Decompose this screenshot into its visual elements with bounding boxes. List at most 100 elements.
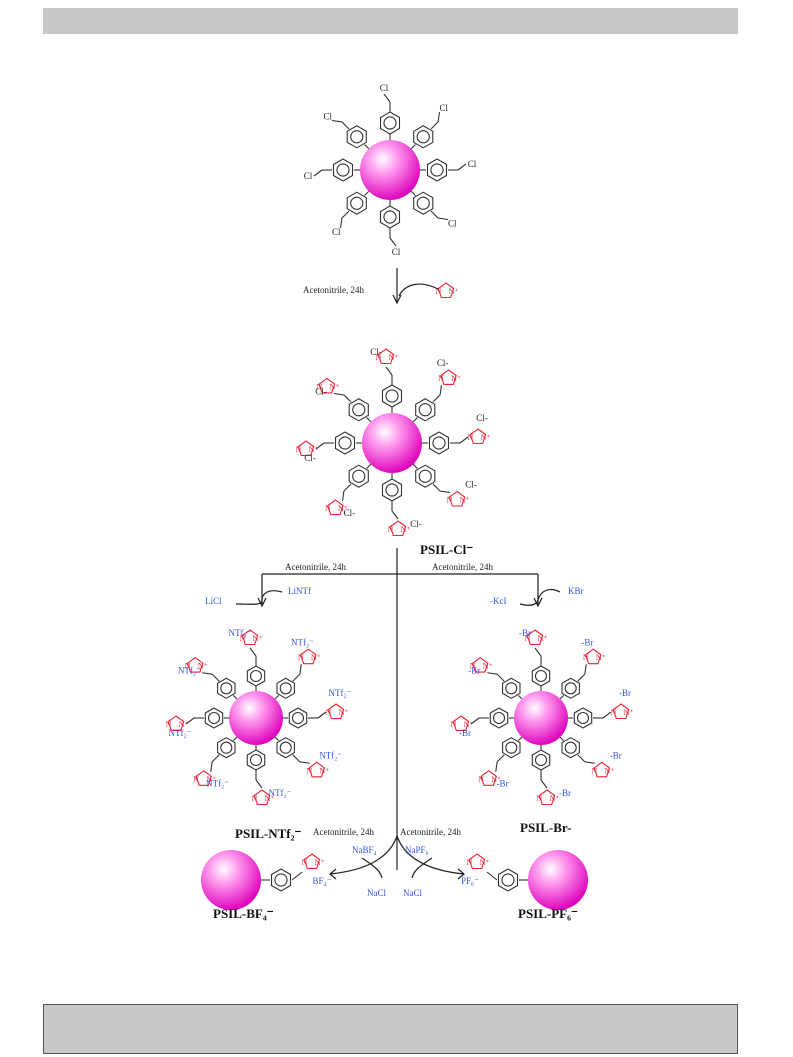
condition-bf4: Acetonitrile, 24h — [313, 827, 374, 837]
benzene-ring-inner — [383, 116, 397, 130]
counter-anion: NTf₂⁻ — [269, 788, 292, 798]
psil-ntf2-product-arms: N⁺NNTf₂⁻N⁺NNTf₂⁻N⁺NNTf₂⁻N⁺NNTf₂⁻N⁺NNTf₂⁻… — [166, 628, 352, 806]
imidazolium-n-plus: N⁺ — [198, 662, 208, 671]
arm-bond — [274, 694, 280, 700]
imidazolium-ring — [526, 629, 544, 646]
imidazolium-n-plus: N⁺ — [389, 353, 399, 362]
counter-anion: Cl- — [410, 519, 422, 529]
imidazolium-ring — [327, 703, 345, 720]
arm-bond — [410, 144, 416, 150]
ch2-bond — [584, 761, 595, 764]
psil-pf6-sphere — [528, 850, 588, 910]
imidazolium-n-plus: N⁺ — [206, 775, 216, 784]
ch2-bond — [389, 237, 397, 247]
counter-anion: -Br — [497, 779, 509, 789]
imidazolium-n: N — [611, 708, 617, 717]
chloride-atom: Cl — [380, 83, 389, 93]
counter-anion: NTf₂⁻ — [169, 728, 192, 738]
benzene-ring-inner — [350, 130, 364, 144]
imidazolium-n-plus: N⁺ — [401, 525, 411, 534]
imidazolium-ring — [471, 657, 489, 673]
imidazolium-n-plus: N⁺ — [491, 775, 501, 784]
counter-anion: Cl- — [476, 413, 488, 423]
flow-arrows — [235, 268, 561, 880]
imidazolium-ring — [440, 369, 457, 385]
condition-pf6: Acetonitrile, 24h — [400, 827, 461, 837]
imidazolium-n-plus: N⁺ — [480, 858, 490, 867]
ch2-bond — [470, 717, 480, 725]
arrow-step1-head — [392, 294, 402, 305]
imidazolium-n: N — [298, 653, 304, 662]
imidazolium-ring — [300, 648, 317, 665]
reagent-kbr: KBr — [568, 586, 584, 596]
benzene-ring-inner — [385, 483, 399, 497]
benzene-ring — [413, 191, 434, 215]
ch2-bond — [249, 647, 257, 657]
label-psil-br: PSIL-Br- — [520, 820, 572, 835]
benzene-ring-inner — [418, 403, 432, 417]
ch2-bond — [496, 754, 505, 763]
bf4-anion: BF₄⁻ — [313, 876, 332, 886]
ch2-bond — [487, 672, 498, 675]
imidazolium-ring — [253, 789, 271, 806]
imidazolium-n: N — [591, 766, 597, 775]
counter-anion: Cl- — [304, 453, 316, 463]
imidazolium-ring — [612, 703, 630, 720]
ch2-bond — [317, 711, 327, 719]
arm-bond — [366, 463, 372, 469]
imidazolium-n: N — [583, 653, 589, 662]
ch2-bond — [185, 717, 195, 725]
condition-step1: Acetonitrile, 24h — [303, 285, 364, 295]
benzene-ring — [381, 478, 403, 502]
benzene-ring — [346, 125, 367, 149]
psil-br-product-arms: N⁺N-BrN⁺N-BrN⁺N-BrN⁺N-BrN⁺N-BrN⁺N-BrN⁺N-… — [451, 628, 634, 806]
ch2-bond — [315, 442, 325, 450]
benzene-ring-inner — [338, 436, 352, 450]
benzene-ring-inner — [350, 196, 364, 210]
imidazolium-n: N — [302, 858, 308, 867]
ch2-bond — [291, 871, 303, 881]
imidazolium-n-plus: N⁺ — [449, 287, 459, 296]
imidazolium-n: N — [447, 496, 453, 505]
imidazolium-n-plus: N⁺ — [330, 382, 340, 391]
ch2-bond — [432, 483, 441, 492]
imidazolium-ring — [308, 761, 326, 778]
benzene-ring — [276, 677, 295, 699]
benzene-ring-inner — [534, 753, 548, 767]
label-psil-bf4: PSIL-BF₄⁻ — [213, 906, 274, 921]
counter-anion: -Br — [581, 637, 593, 647]
imidazolium-n: N — [193, 775, 199, 784]
ch2-bond — [202, 672, 213, 675]
benzene-ring-inner — [249, 669, 263, 683]
imidazolium-n: N — [296, 445, 302, 454]
benzene-ring — [217, 677, 236, 699]
benzene-ring — [348, 398, 369, 422]
imidazolium-n-plus: N⁺ — [451, 374, 461, 383]
counter-anion: NTf₂⁻ — [178, 666, 201, 676]
imidazolium-ring — [389, 520, 407, 537]
reagent-kcl: -KcI — [490, 596, 507, 606]
curve-nacl-left — [361, 857, 383, 879]
imidazolium-n-plus: N⁺ — [481, 433, 491, 442]
imidazolium-n-plus: N⁺ — [483, 662, 493, 671]
imidazolium-n-plus: N⁺ — [550, 794, 560, 803]
benzene-ring-inner — [432, 436, 446, 450]
label-psil-cl: PSIL-Cl⁻ — [420, 542, 473, 557]
benzene-ring — [573, 707, 593, 729]
benzene-ring-inner — [352, 403, 366, 417]
arm-bond — [412, 463, 418, 469]
counter-anion: Cl- — [370, 347, 382, 357]
benzene-ring-inner — [279, 682, 292, 695]
counter-anion: -Br — [619, 688, 631, 698]
ch2-bond — [438, 217, 449, 221]
psil-spheres — [201, 140, 588, 910]
arm-bond — [364, 190, 370, 196]
chloride-atom: Cl — [324, 111, 333, 121]
imidazolium-ring — [297, 440, 315, 457]
imidazolium-n-plus: N⁺ — [319, 766, 329, 775]
chloride-atom: Cl — [332, 227, 341, 237]
benzene-ring — [561, 737, 580, 759]
imidazolium-ring — [452, 715, 470, 732]
